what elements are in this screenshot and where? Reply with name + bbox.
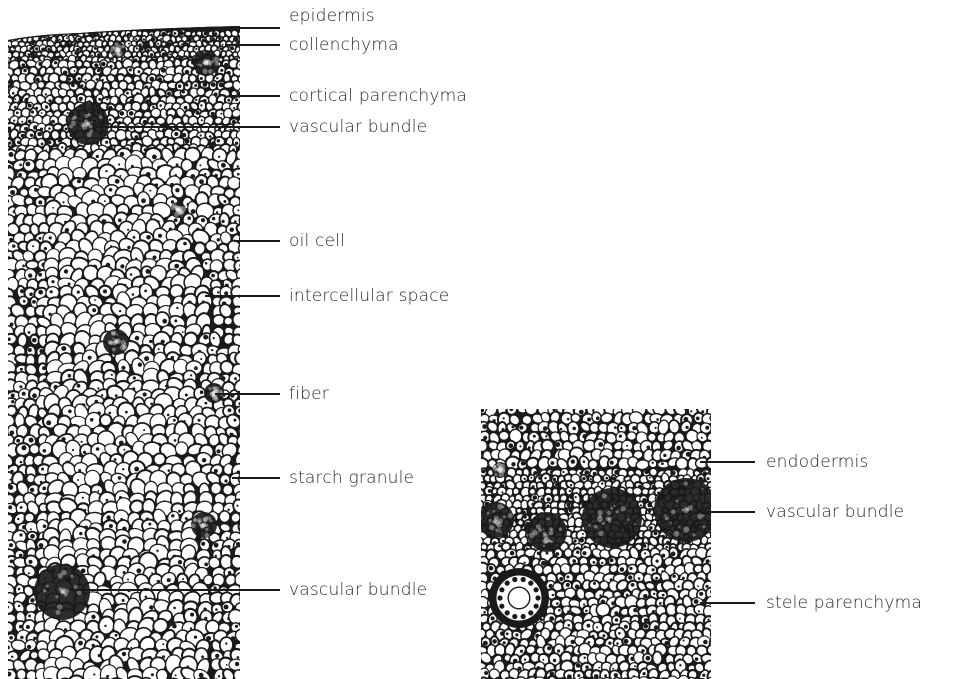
leader-line-stele-parenchyma: [700, 602, 755, 604]
label-oil-cell: oil cell: [289, 231, 345, 251]
label-cortical-parenchyma: cortical parenchyma: [289, 86, 467, 106]
leader-line-intercellular-space: [205, 295, 280, 297]
stem-cross-section-panel: [0, 20, 262, 679]
label-collenchyma: collenchyma: [289, 35, 399, 55]
leader-line-starch-granule: [232, 477, 280, 479]
leader-line-epidermis: [232, 27, 280, 29]
leader-line-vascular-bundle-upper: [95, 126, 280, 128]
leader-line-oil-cell: [234, 240, 280, 242]
leader-line-vascular-bundle-lower: [70, 589, 280, 591]
leader-line-cortical-parenchyma: [230, 95, 280, 97]
label-fiber: fiber: [289, 384, 329, 404]
leader-line-fiber: [215, 393, 280, 395]
label-stele-parenchyma: stele parenchyma: [766, 593, 922, 613]
label-vascular-bundle-upper: vascular bundle: [289, 117, 427, 137]
label-intercellular-space: intercellular space: [289, 286, 449, 306]
label-vascular-bundle-lower: vascular bundle: [289, 580, 427, 600]
leader-line-vascular-bundle-right: [700, 511, 755, 513]
leader-line-endodermis: [700, 461, 755, 463]
stele-cross-section-panel: [464, 400, 728, 679]
label-starch-granule: starch granule: [289, 468, 414, 488]
label-epidermis: epidermis: [289, 6, 375, 26]
label-endodermis: endodermis: [766, 452, 869, 472]
label-vascular-bundle-right: vascular bundle: [766, 502, 904, 522]
leader-line-collenchyma: [225, 44, 280, 46]
